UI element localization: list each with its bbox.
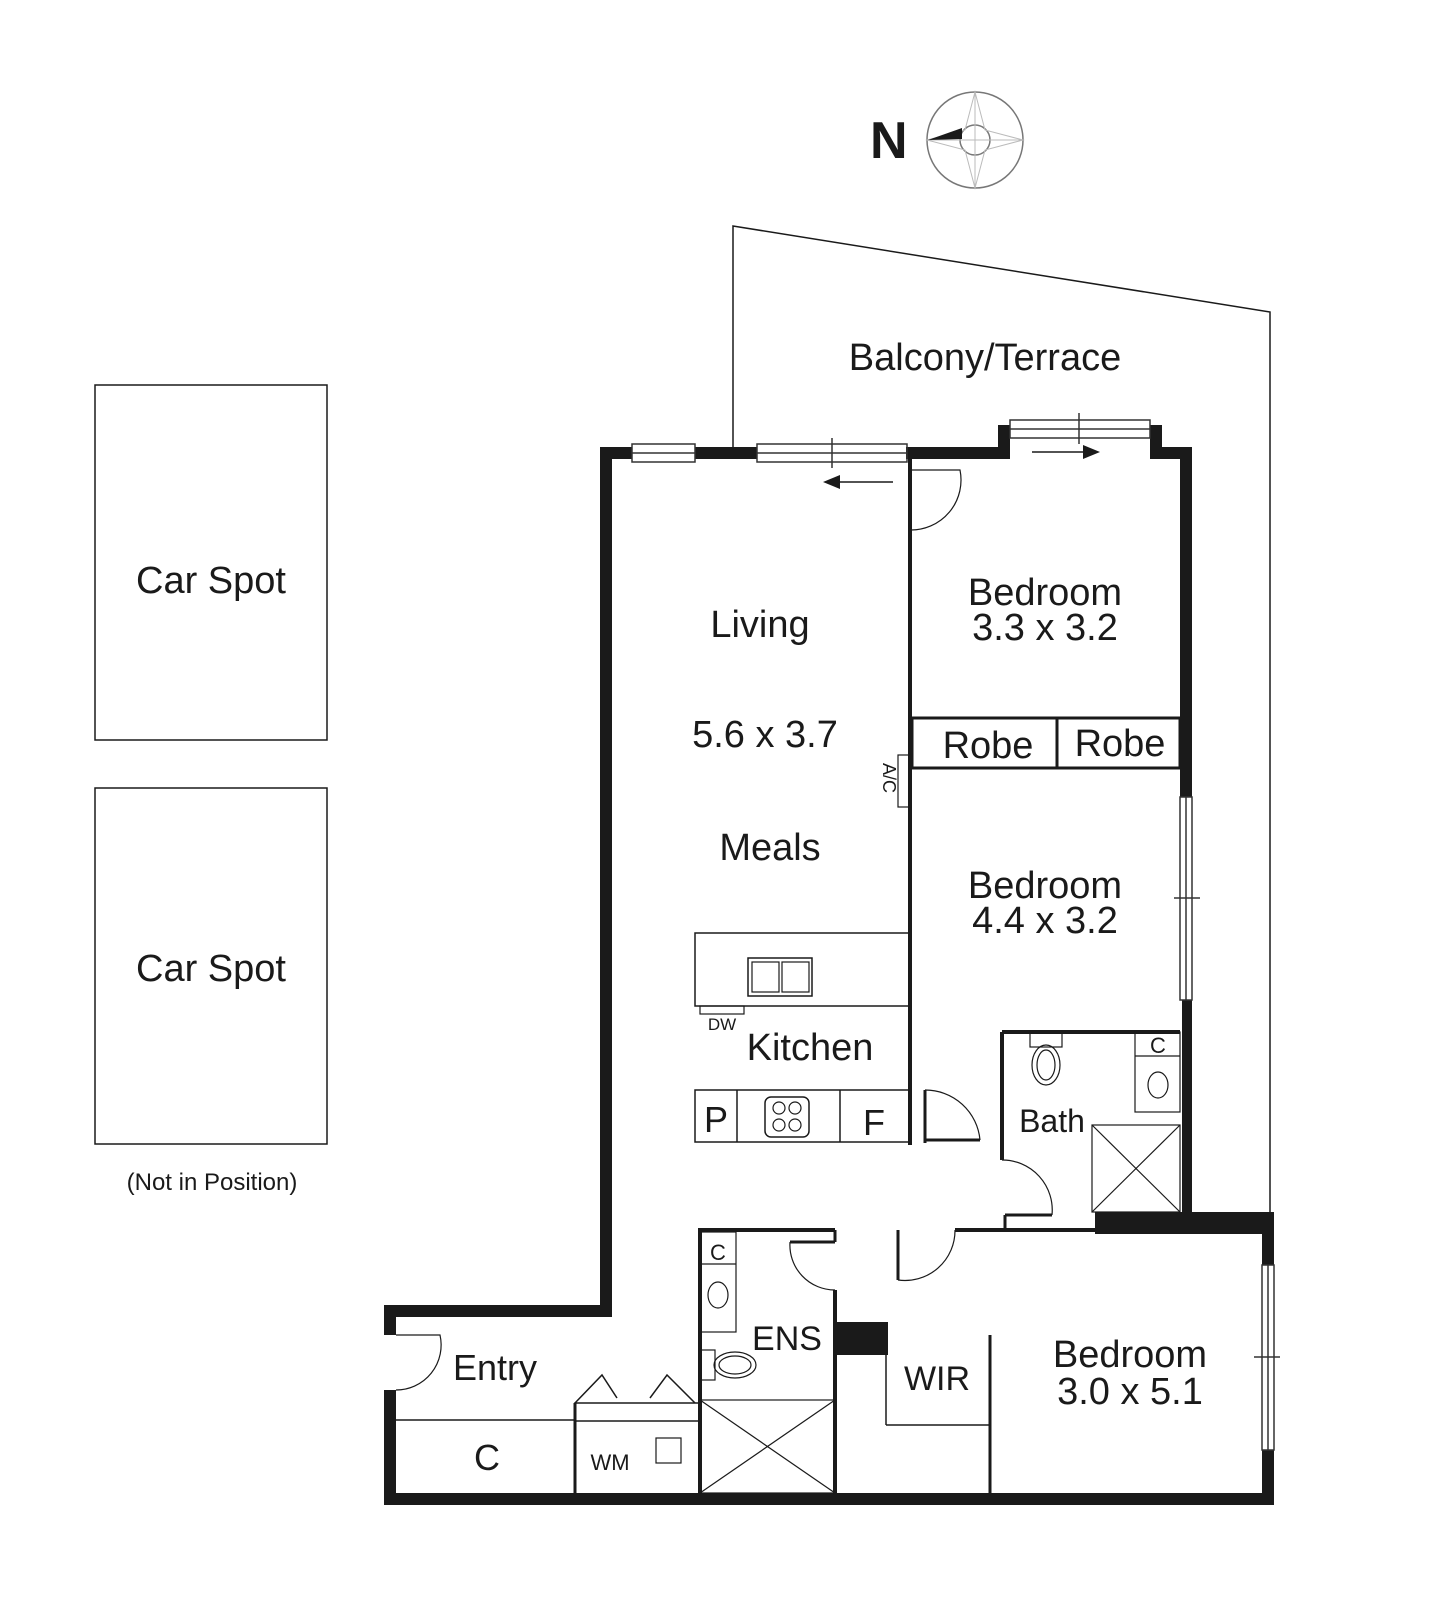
- fridge-label: F: [863, 1102, 885, 1143]
- entry-cupboard-label: C: [474, 1437, 500, 1478]
- balcony-label: Balcony/Terrace: [849, 337, 1121, 379]
- bedroom2-dimensions: 4.4 x 3.2: [972, 900, 1118, 942]
- structural-column: [835, 1322, 888, 1355]
- ensuite-label: ENS: [752, 1320, 822, 1358]
- car-spot-note: (Not in Position): [127, 1169, 298, 1196]
- car-spot-2: [94, 787, 328, 1145]
- balcony-outline: [732, 225, 1271, 1225]
- robe2-label: Robe: [1075, 723, 1166, 765]
- compass-icon: [925, 90, 1025, 190]
- ac-label: A/C: [879, 763, 899, 793]
- north-label: N: [870, 112, 908, 170]
- bedroom3-dimensions: 3.0 x 5.1: [1057, 1371, 1203, 1413]
- bath-label: Bath: [1019, 1103, 1085, 1139]
- car-spot-2-label: Car Spot: [136, 948, 286, 990]
- bath-cupboard-label: C: [1150, 1033, 1166, 1058]
- entry-label: Entry: [453, 1347, 537, 1388]
- car-spot-1-label: Car Spot: [136, 560, 286, 602]
- bedroom1-dimensions: 3.3 x 3.2: [972, 607, 1118, 649]
- room-labels: Living 5.6 x 3.7 Meals Kitchen DW P F Be…: [453, 572, 1207, 1478]
- windows: [631, 413, 1280, 1451]
- kitchen-label: Kitchen: [747, 1027, 874, 1069]
- bedroom2-label: Bedroom: [968, 865, 1122, 907]
- car-spot-1: [94, 384, 328, 741]
- meals-label: Meals: [719, 827, 820, 869]
- wir-label: WIR: [904, 1360, 970, 1398]
- exterior-walls: [384, 425, 1274, 1505]
- bedroom1-label: Bedroom: [968, 572, 1122, 614]
- living-dimensions: 5.6 x 3.7: [692, 714, 838, 756]
- bedroom3-label: Bedroom: [1053, 1334, 1207, 1376]
- dishwasher-label: DW: [708, 1015, 736, 1034]
- washing-machine-label: WM: [590, 1450, 629, 1475]
- robe1-label: Robe: [943, 725, 1034, 767]
- sliding-door-arrows: [823, 445, 1100, 489]
- pantry-label: P: [704, 1099, 728, 1140]
- living-label: Living: [710, 604, 809, 646]
- ensuite-cupboard-label: C: [710, 1240, 726, 1265]
